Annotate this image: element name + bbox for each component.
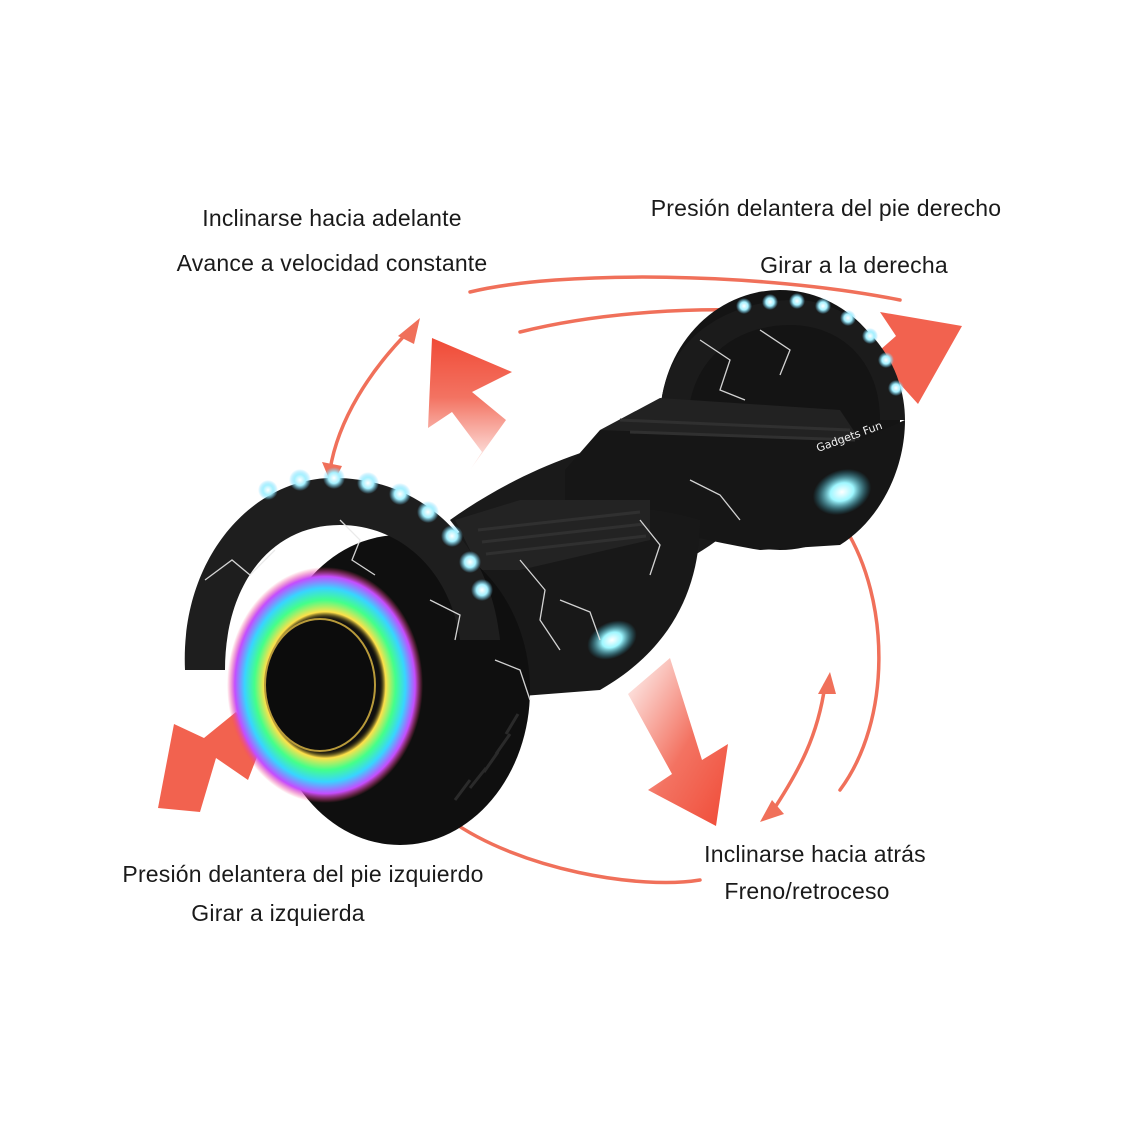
left-arrow [158, 712, 262, 812]
orbit-arc-inner-right [768, 683, 827, 817]
forward-label-line1: Inclinarse hacia adelante [202, 205, 462, 231]
tire-tread [453, 713, 520, 801]
back-side-light [812, 468, 872, 516]
back-fender [660, 299, 905, 420]
back-fender-leds [736, 293, 904, 396]
hoverboard-body: Gadgets Fun [184, 290, 905, 845]
backward-label-line2: Freno/retroceso [724, 878, 890, 904]
front-side-light [587, 620, 637, 660]
orbit-arc-top [468, 275, 902, 302]
hub-cap [264, 618, 376, 752]
orbit-arc-bottom [448, 818, 702, 885]
backward-label-line1: Inclinarse hacia atrás [704, 841, 926, 867]
forward-arrow [428, 338, 512, 470]
right-foot-label-line2: Girar a la derecha [760, 252, 948, 278]
orbit-arc-left [328, 328, 412, 472]
front-fender [184, 477, 500, 670]
forward-label-line2: Avance a velocidad constante [176, 250, 488, 276]
marble-cracks [204, 329, 791, 701]
left-foot-label-line1: Presión delantera del pie izquierdo [122, 861, 484, 887]
backward-arrow [628, 658, 728, 826]
front-fender-leds [258, 467, 493, 601]
rotation-arrows [328, 275, 902, 885]
left-foot-label-line2: Girar a izquierda [191, 900, 365, 926]
right-foot-label-line1: Presión delantera del pie derecho [650, 195, 1002, 221]
orbit-arrowheads [322, 318, 836, 822]
foot-pad-grooves [477, 418, 856, 556]
orbit-arc-right [838, 526, 881, 792]
